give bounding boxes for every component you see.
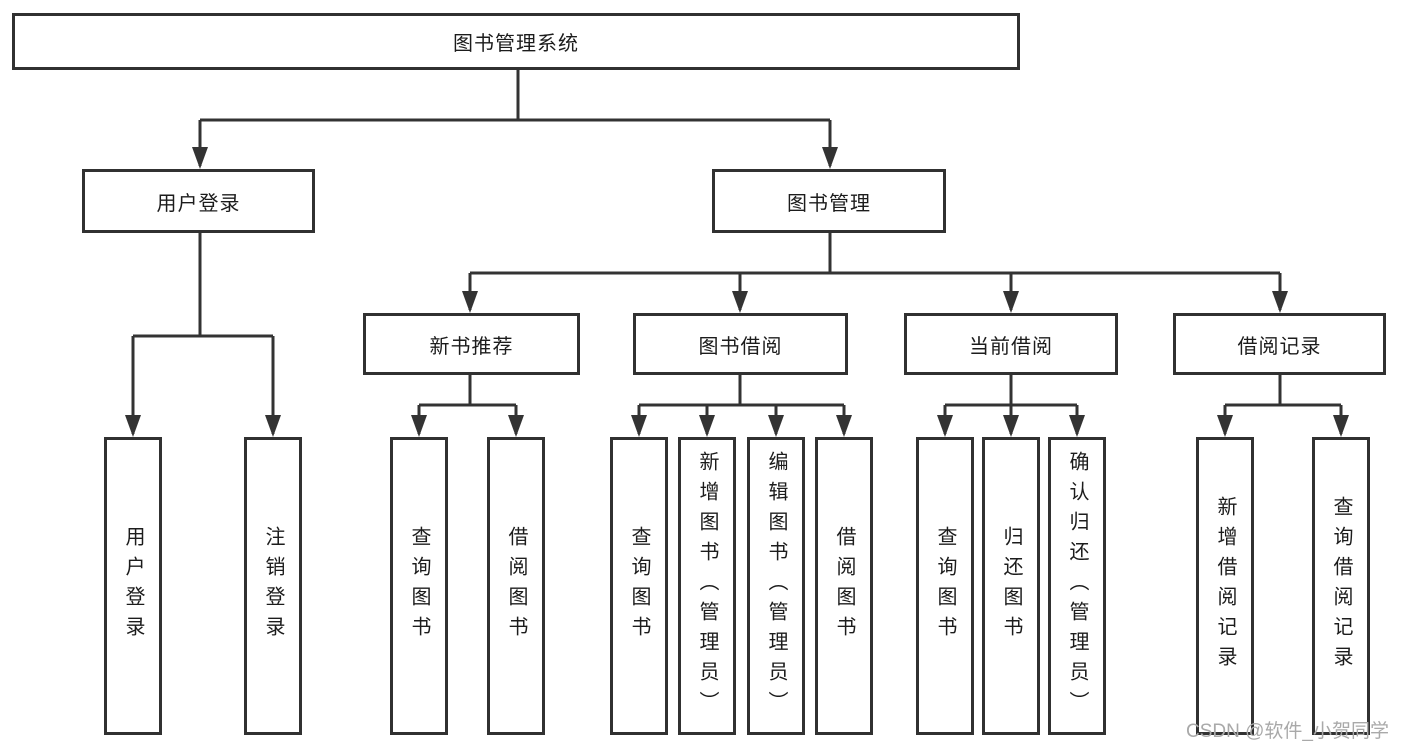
leaf-label: 注销登录 [262,526,284,646]
leaf-label: 查询图书 [934,526,956,646]
node-label: 新书推荐 [429,335,514,358]
node-borrow-records: 借阅记录 [1173,313,1386,375]
node-label: 用户登录 [156,192,241,215]
leaf-user-login: 用户登录 [104,437,162,735]
node-new-book-recommend: 新书推荐 [363,313,580,375]
leaf-label: 新增借阅记录 [1214,496,1236,676]
leaf-label: 查询图书 [628,526,650,646]
leaf-add-books-admin: 新增图书（管理员） [678,437,736,735]
node-label: 图书管理 [787,192,871,215]
node-label: 借阅记录 [1237,335,1322,358]
leaf-label: 归还图书 [1000,526,1022,646]
node-book-management: 图书管理 [712,169,946,233]
leaf-edit-books-admin: 编辑图书（管理员） [747,437,805,735]
leaf-logout: 注销登录 [244,437,302,735]
leaf-query-books-current: 查询图书 [916,437,974,735]
leaf-label: 确认归还（管理员） [1066,451,1088,721]
leaf-add-borrow-record: 新增借阅记录 [1196,437,1254,735]
node-current-borrow: 当前借阅 [904,313,1118,375]
node-label: 图书管理系统 [453,33,579,55]
leaf-borrow-books-recommend: 借阅图书 [487,437,545,735]
leaf-label: 查询借阅记录 [1330,496,1352,676]
csdn-watermark: CSDN @软件_小贺同学 [1186,721,1389,742]
leaf-label: 借阅图书 [505,526,527,646]
leaf-confirm-return-admin: 确认归还（管理员） [1048,437,1106,735]
node-book-borrow: 图书借阅 [633,313,848,375]
node-label: 图书借阅 [698,335,783,358]
leaf-borrow-books: 借阅图书 [815,437,873,735]
leaf-label: 编辑图书（管理员） [765,451,787,721]
leaf-label: 借阅图书 [833,526,855,646]
leaf-return-books: 归还图书 [982,437,1040,735]
node-label: 当前借阅 [969,335,1053,358]
leaf-query-books-borrow: 查询图书 [610,437,668,735]
leaf-label: 查询图书 [408,526,430,646]
node-user-login: 用户登录 [82,169,315,233]
arrowheads [125,147,1349,437]
leaf-query-books-recommend: 查询图书 [390,437,448,735]
leaf-query-borrow-record: 查询借阅记录 [1312,437,1370,735]
leaf-label: 新增图书（管理员） [696,451,718,721]
leaf-label: 用户登录 [122,526,144,646]
node-library-management-system: 图书管理系统 [12,13,1020,70]
